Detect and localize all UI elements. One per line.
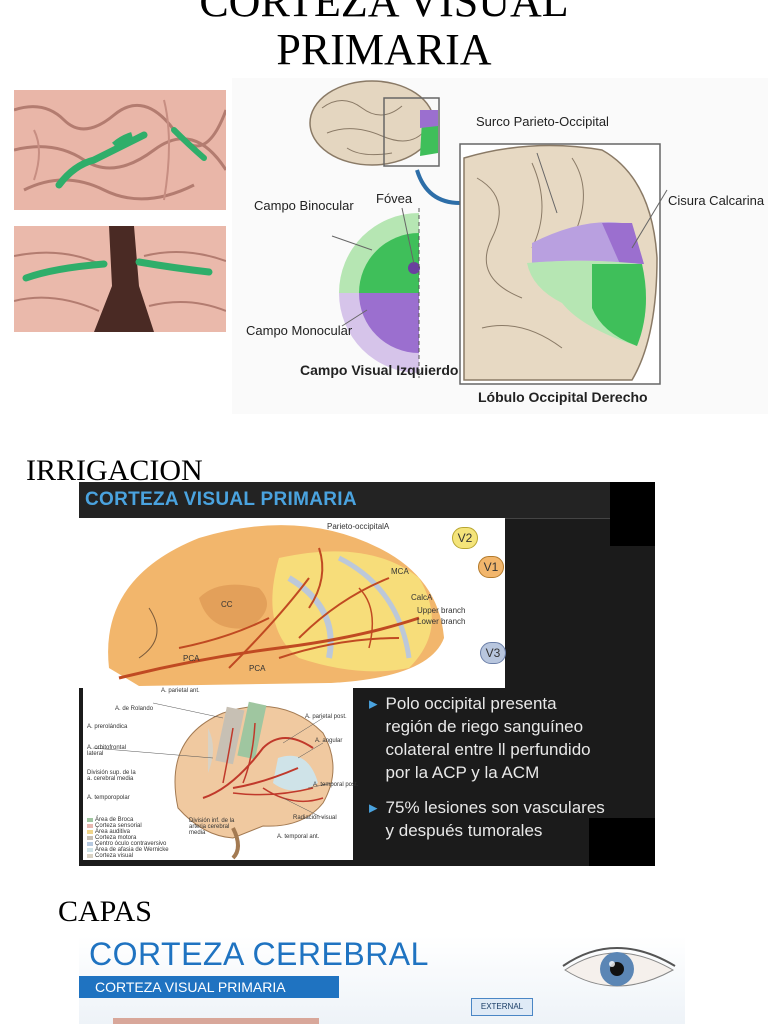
capas-subtitle-bar: CORTEZA VISUAL PRIMARIA	[79, 976, 339, 998]
bullet-arrow-icon: ▸	[369, 694, 378, 713]
arterial-medial-image	[79, 518, 505, 688]
eye-image	[555, 936, 685, 1002]
bullet-item: ▸ Polo occipital presenta región de rieg…	[369, 692, 659, 784]
badge-v1: V1	[478, 556, 504, 578]
legend-item: Corteza motora	[95, 835, 137, 841]
label-temporopolar: A. temporopolar	[87, 795, 130, 801]
corner-block-bottom	[589, 818, 655, 866]
label-parietal-ant: A. parietal ant.	[161, 688, 200, 694]
bullet-line: Polo occipital presenta	[385, 694, 557, 713]
label-radiacion: Radiación visual	[293, 815, 337, 821]
label-monocular: Campo Monocular	[246, 323, 353, 338]
legend-item: Área de afasia de Wernicke	[95, 847, 169, 853]
label-parieto: Parieto-occipitalA	[327, 522, 390, 531]
slide-title-text: CORTEZA VISUAL PRIMARIA	[85, 489, 357, 510]
label-surco: Surco Parieto-Occipital	[476, 114, 609, 129]
corner-block-top	[610, 482, 655, 546]
capas-slide-title: CORTEZA CEREBRAL	[89, 936, 429, 972]
label-campo-visual: Campo Visual Izquierdo	[300, 362, 459, 378]
label-division-sup: División sup. de la a. cerebral media	[87, 770, 136, 782]
label-cisura: Cisura Calcarina	[668, 193, 765, 208]
lateral-legend: Área de Broca Corteza sensorial Área aud…	[95, 817, 175, 859]
legend-item: Corteza sensorial	[95, 823, 142, 829]
label-cc: CC	[221, 600, 233, 609]
bullet-line: por la ACP y la ACM	[385, 763, 540, 782]
legend-item: Área de Broca	[95, 817, 134, 823]
title-line-2: PRIMARIA	[276, 25, 492, 74]
bullet-list: ▸ Polo occipital presenta región de rieg…	[369, 692, 659, 842]
label-orbitofrontal: A. orbitofrontal lateral	[87, 745, 127, 757]
arterial-lateral-image	[83, 688, 353, 860]
bullet-line: región de riego sanguíneo	[385, 717, 584, 736]
label-pca-1: PCA	[183, 654, 200, 663]
irrigacion-slide-title: CORTEZA VISUAL PRIMARIA	[79, 482, 655, 519]
label-mca: MCA	[391, 567, 409, 576]
dissection-photo-bottom	[14, 226, 226, 332]
label-temporal-ant: A. temporal ant.	[277, 834, 320, 840]
title-line-1: CORTEZA VISUAL	[199, 0, 569, 26]
badge-v3: V3	[480, 642, 506, 664]
label-parietal-post: A. parietal post.	[305, 714, 347, 720]
occipital-diagram	[232, 78, 768, 414]
external-button[interactable]: EXTERNAL	[471, 998, 533, 1016]
label-lower-branch: Lower branch	[417, 617, 466, 626]
badge-v2: V2	[452, 527, 478, 549]
legend-item: Corteza visual	[95, 853, 134, 859]
bullet-arrow-icon: ▸	[369, 798, 378, 817]
badge-v3-text: V3	[485, 646, 501, 660]
label-calca: CalcA	[411, 593, 433, 602]
label-prerolandica: A. prerolándica	[87, 724, 128, 730]
bullet-item: ▸ 75% lesiones son vasculares y después …	[369, 796, 659, 842]
label-binocular: Campo Binocular	[254, 198, 354, 213]
capas-subtitle-text: CORTEZA VISUAL PRIMARIA	[95, 979, 286, 995]
bullet-line: 75% lesiones son vasculares	[385, 798, 605, 817]
page-title: CORTEZA VISUAL PRIMARIA	[0, 0, 768, 74]
label-temporal-post: A. temporal post.	[313, 782, 359, 788]
capas-slide: CORTEZA CEREBRAL CORTEZA VISUAL PRIMARIA…	[79, 936, 685, 1024]
irrigacion-slide: CORTEZA VISUAL PRIMARIA Parieto-occipita…	[79, 482, 655, 866]
bullet-line: y después tumorales	[385, 821, 543, 840]
label-pca-2: PCA	[249, 664, 266, 673]
badge-v2-text: V2	[457, 531, 473, 545]
label-lobulo: Lóbulo Occipital Derecho	[478, 389, 648, 405]
capas-photo-strip	[113, 1018, 319, 1024]
label-division-inf: División inf. de la arteria cerebral med…	[189, 818, 235, 836]
label-angular: A. angular	[315, 738, 343, 744]
external-button-label: EXTERNAL	[480, 1002, 524, 1011]
section-irrigacion-heading: IRRIGACION	[26, 454, 203, 487]
legend-item: Centro óculo contraversivo	[95, 841, 167, 847]
badge-v1-text: V1	[483, 560, 499, 574]
legend-item: Área auditiva	[95, 829, 131, 835]
bullet-line: colateral entre ll perfundido	[385, 740, 591, 759]
label-rolando: A. de Rolando	[115, 706, 154, 712]
small-brain-icon	[309, 80, 440, 167]
label-upper-branch: Upper branch	[417, 606, 466, 615]
label-fovea: Fóvea	[376, 191, 413, 206]
dissection-photo-top	[14, 90, 226, 210]
section-capas-heading: CAPAS	[58, 895, 152, 928]
